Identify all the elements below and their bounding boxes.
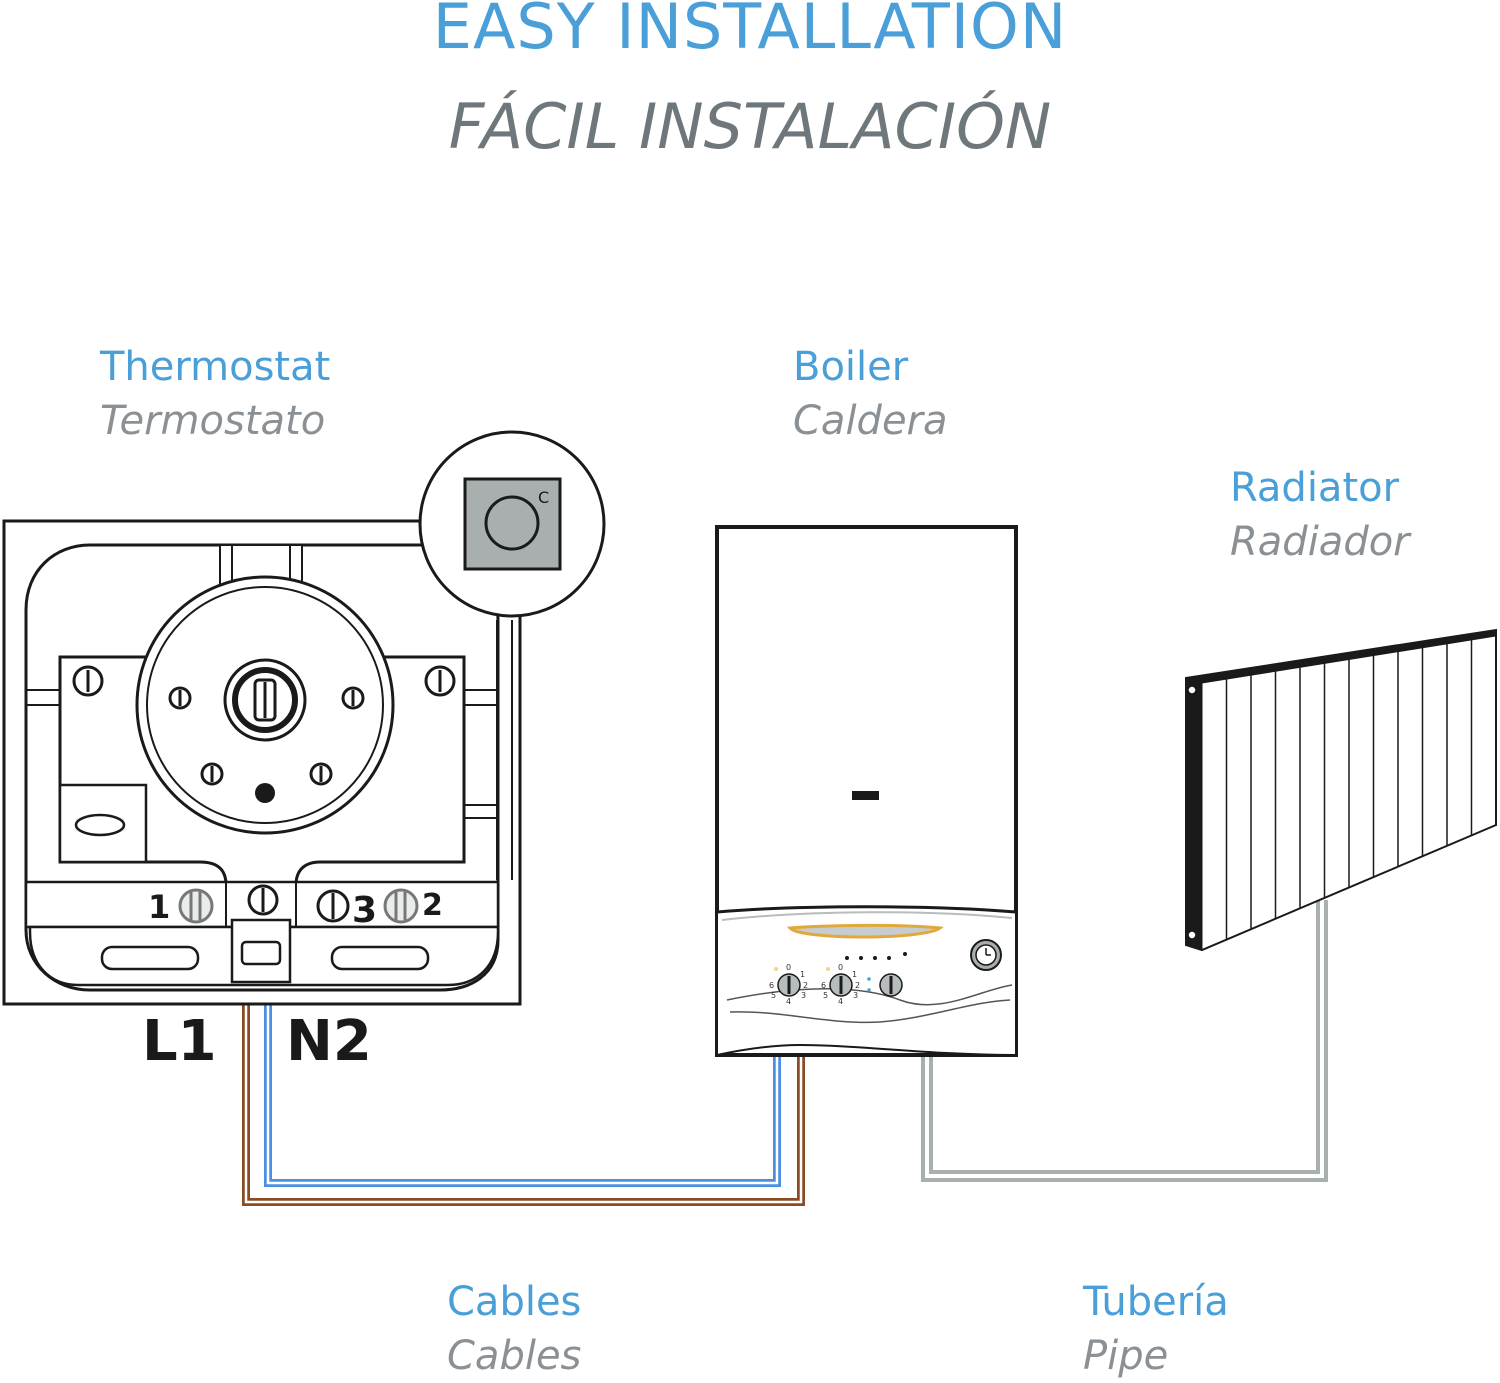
label-radiator-es: Radiador: [1230, 519, 1410, 565]
dial-b-0: 0: [838, 963, 843, 972]
thermostat-badge: C: [538, 488, 549, 507]
radiator-unit: [1185, 628, 1497, 952]
terminal-2-label: 2: [422, 888, 443, 923]
label-cables-en: Cables: [447, 1279, 582, 1325]
label-cables-es: Cables: [447, 1333, 582, 1379]
label-pipe-en: Tubería: [1083, 1279, 1229, 1325]
boiler-unit: 0 1 2 3 4 5 6 0 1 2 3 4 5 6: [715, 525, 1018, 1057]
boiler-dial-c: [867, 973, 903, 997]
dial-b-6: 6: [821, 981, 826, 990]
dial-b-3: 3: [853, 991, 858, 1000]
label-pipe: Tubería Pipe: [1083, 1275, 1229, 1383]
terminal-l1-label: L1: [142, 1009, 217, 1074]
label-radiator: Radiator Radiador: [1230, 461, 1410, 569]
terminal-screws: [178, 884, 419, 924]
dial-b-4: 4: [838, 997, 843, 1006]
radiator-fins: [1225, 639, 1473, 940]
thermostat-face-icon: [463, 477, 562, 571]
title-spanish: FÁCIL INSTALACIÓN: [448, 90, 1052, 163]
dial-a-3: 3: [801, 991, 806, 1000]
label-boiler-es: Caldera: [793, 398, 948, 444]
dial-screws: [168, 686, 365, 786]
boiler-dial-b: 0 1 2 3 4 5 6: [821, 963, 860, 1006]
dial-a-5: 5: [771, 991, 776, 1000]
dial-a-4: 4: [786, 997, 791, 1006]
label-radiator-en: Radiator: [1230, 465, 1400, 511]
thermostat-zoom: C: [418, 430, 606, 618]
label-cables: Cables Cables: [447, 1275, 581, 1383]
dial-a-1: 1: [800, 970, 805, 979]
boiler-dial-a: 0 1 2 3 4 5 6: [769, 963, 808, 1006]
label-thermostat-es: Termostato: [100, 398, 326, 444]
boiler-logo: [852, 791, 879, 800]
boiler-indicator-dots: [845, 952, 907, 960]
dial-b-5: 5: [823, 991, 828, 1000]
dial-b-2: 2: [855, 981, 860, 990]
mount-screws: [72, 665, 456, 697]
terminal-1-label: 1: [148, 888, 170, 926]
label-pipe-es: Pipe: [1083, 1333, 1169, 1379]
dial-b-1: 1: [852, 970, 857, 979]
thermostat-unit: [2, 519, 522, 1006]
dial-a-2: 2: [803, 981, 808, 990]
terminal-3-label: 3: [352, 890, 377, 931]
terminal-n2-label: N2: [286, 1009, 372, 1074]
boiler-clock-icon: [970, 939, 1002, 971]
dial-a-6: 6: [769, 981, 774, 990]
title-english: EASY INSTALLATION: [432, 0, 1068, 63]
thermostat-knob-icon: [484, 495, 540, 551]
dial-a-0: 0: [786, 963, 791, 972]
pipe-line: [921, 900, 1328, 1182]
label-thermostat: Thermostat Termostato: [100, 340, 330, 448]
label-boiler-en: Boiler: [793, 344, 909, 390]
label-thermostat-en: Thermostat: [100, 344, 331, 390]
boiler-display: [786, 923, 944, 939]
label-boiler: Boiler Caldera: [793, 340, 948, 448]
